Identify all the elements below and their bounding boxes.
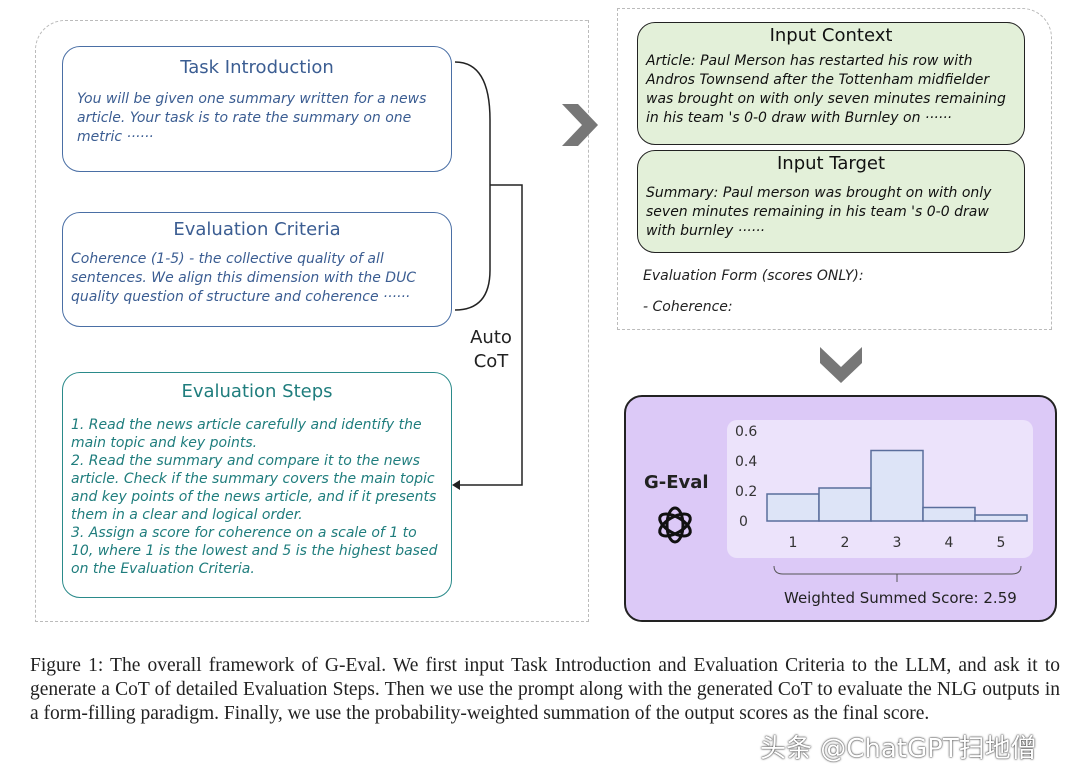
weighted-score-label: Weighted Summed Score: 2.59: [784, 589, 1017, 607]
x-tick-label: 2: [841, 535, 850, 551]
input-target-text: Summary: Paul merson was brought on with…: [646, 185, 992, 239]
task-introduction-text: You will be given one summary written fo…: [77, 91, 427, 145]
prompt-panel: [35, 20, 589, 622]
auto-cot-label: Auto CoT: [470, 327, 512, 372]
bar-2: [818, 487, 872, 522]
task-introduction-title: Task Introduction: [180, 57, 334, 78]
x-tick-label: 3: [893, 535, 902, 551]
input-target-box: Input Target Summary: Paul merson was br…: [637, 150, 1025, 253]
bar-5: [974, 514, 1028, 522]
x-tick-label: 1: [789, 535, 798, 551]
y-tick-label: 0.4: [735, 454, 757, 470]
evaluation-criteria-box: Evaluation Criteria Coherence (1-5) - th…: [62, 212, 452, 327]
evaluation-steps-text: 1. Read the news article carefully and i…: [71, 417, 438, 577]
coherence-form-item: - Coherence:: [643, 299, 733, 315]
task-introduction-box: Task Introduction You will be given one …: [62, 46, 452, 172]
figure-caption: Figure 1: The overall framework of G-Eva…: [30, 655, 1060, 724]
y-tick-label: 0.2: [735, 484, 757, 500]
bar-3: [870, 449, 924, 522]
input-panel: [617, 8, 1052, 330]
input-context-title: Input Context: [769, 25, 893, 46]
x-tick-label: 5: [997, 535, 1006, 551]
bar-1: [766, 493, 820, 522]
evaluation-steps-title: Evaluation Steps: [181, 381, 333, 402]
connector-arrows: [452, 61, 862, 490]
score-distribution-chart: 0 0.2 0.4 0.6 1 2 3 4 5: [735, 424, 1028, 582]
openai-logo-icon: [658, 506, 692, 544]
evaluation-steps-box: Evaluation Steps 1. Read the news articl…: [62, 372, 452, 598]
y-tick-label: 0: [739, 514, 748, 530]
score-bracket: [773, 565, 1022, 582]
input-context-text: Article: Paul Merson has restarted his r…: [646, 53, 1006, 126]
bar-4: [922, 506, 976, 522]
g-eval-label: G-Eval: [644, 472, 709, 493]
chevron-down-icon: [820, 347, 862, 383]
chevron-right-icon: [562, 104, 598, 146]
watermark: 头条 @ChatGPT扫地僧: [760, 734, 1037, 764]
evaluation-criteria-text: Coherence (1-5) - the collective quality…: [71, 251, 417, 305]
x-tick-label: 4: [945, 535, 954, 551]
input-target-title: Input Target: [776, 153, 886, 174]
y-tick-label: 0.6: [735, 424, 757, 440]
evaluation-form-label: Evaluation Form (scores ONLY):: [643, 268, 864, 284]
input-context-box: Input Context Article: Paul Merson has r…: [637, 22, 1025, 145]
evaluation-criteria-title: Evaluation Criteria: [173, 219, 341, 240]
